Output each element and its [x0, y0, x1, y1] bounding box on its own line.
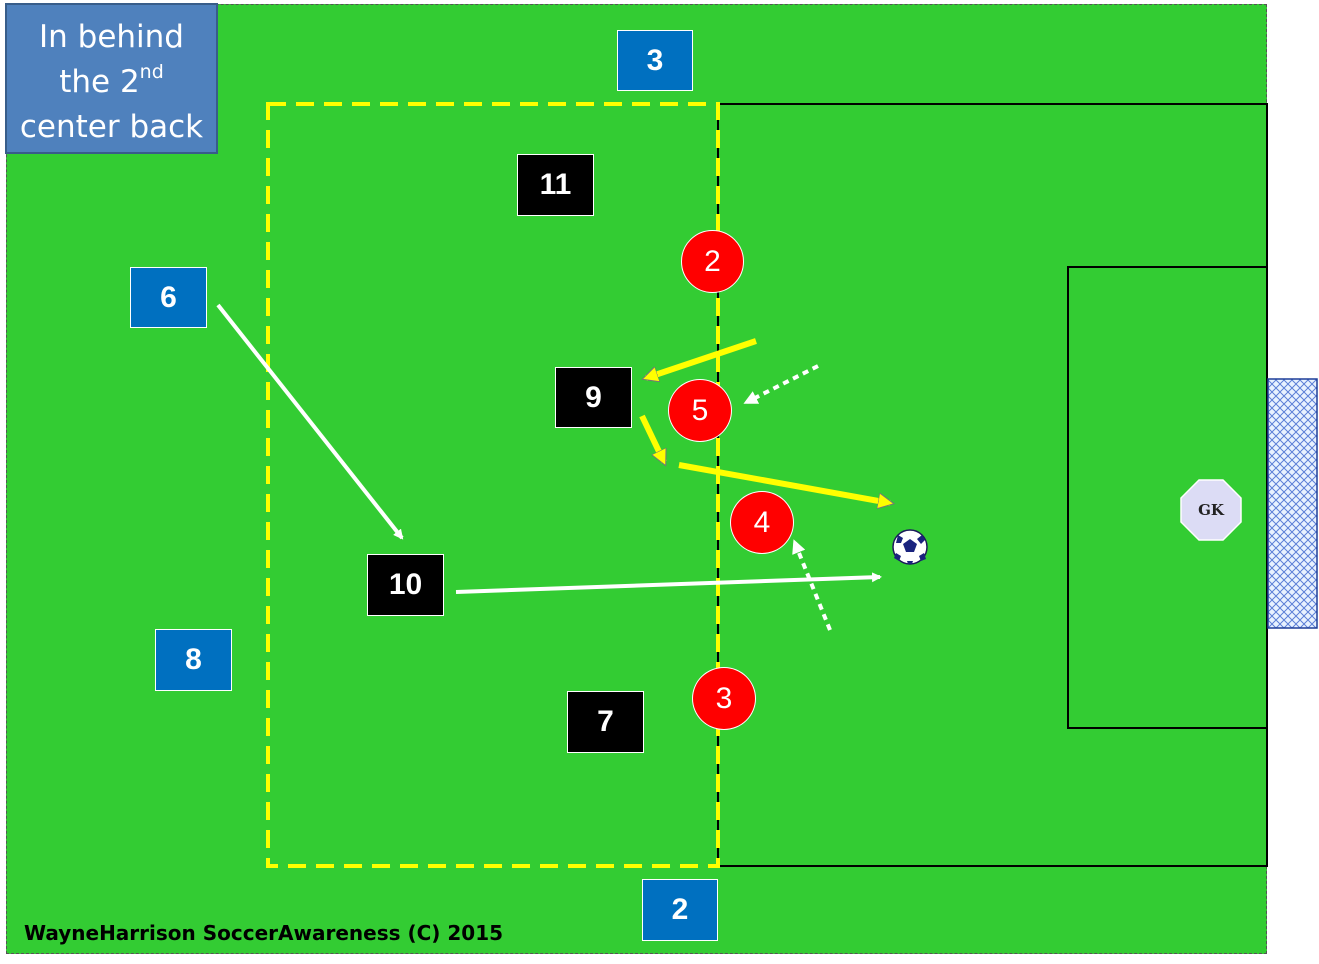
black-player-11[interactable]: 11 [517, 154, 594, 216]
title-line-1: In behind [39, 19, 184, 55]
defender-5-movement-arrow [743, 364, 819, 404]
pass-arrow-10-to-goal [455, 572, 882, 594]
black-player-9[interactable]: 9 [555, 367, 632, 428]
red-defender-3[interactable]: 3 [692, 667, 756, 730]
title-line-2-main: the 2 [59, 64, 140, 100]
title-line-2: the 2nd [7, 60, 216, 105]
pass-arrow-6-to-10 [216, 303, 404, 540]
title-box: In behind the 2nd center back [5, 3, 218, 154]
goalkeeper-label: GK [1198, 501, 1224, 519]
goalkeeper-marker [1180, 479, 1242, 541]
red-defender-4[interactable]: 4 [730, 491, 794, 554]
black-player-7[interactable]: 7 [567, 691, 644, 753]
defender-4-movement-arrow [792, 539, 832, 631]
red-defender-2[interactable]: 2 [681, 230, 744, 293]
goal-area [1067, 266, 1268, 729]
pitch [6, 4, 1267, 954]
blue-player-3[interactable]: 3 [617, 30, 693, 91]
blue-player-6[interactable]: 6 [130, 267, 207, 328]
credit-text: WayneHarrison SoccerAwareness (C) 2015 [24, 921, 504, 945]
blue-player-2[interactable]: 2 [642, 879, 718, 941]
run-arrow-9-behind [678, 462, 890, 503]
soccer-ball-icon [892, 529, 928, 565]
run-arrow-9-check [646, 338, 757, 378]
blue-player-8[interactable]: 8 [155, 629, 232, 691]
run-arrow-9-spin [639, 414, 667, 462]
title-line-3: center back [19, 109, 204, 145]
red-defender-5[interactable]: 5 [668, 379, 732, 442]
dashed-zone [266, 102, 720, 868]
black-player-10[interactable]: 10 [367, 554, 444, 616]
goal-net-icon [1267, 378, 1318, 629]
title-line-2-sup: nd [139, 61, 164, 83]
